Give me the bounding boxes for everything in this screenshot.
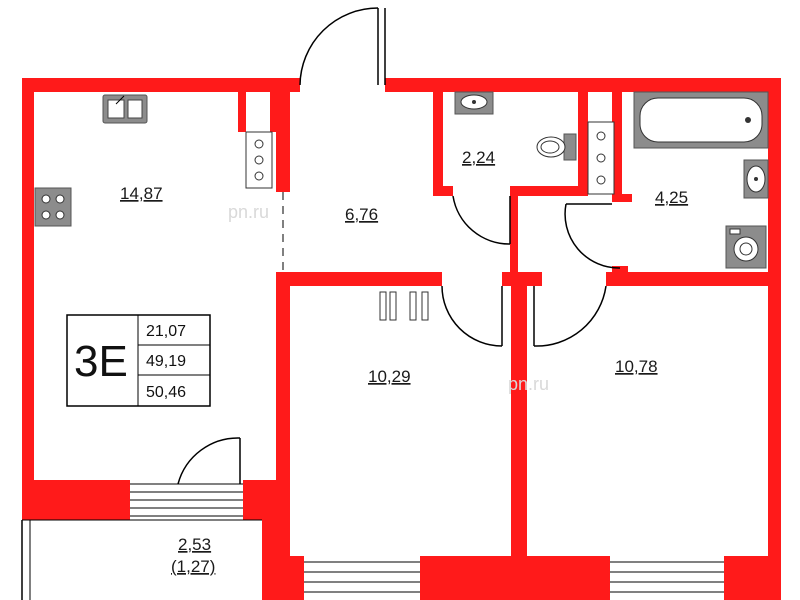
- wall-kitchen-hall-upper: [276, 92, 290, 192]
- wall-kitchen-pillar-2: [270, 92, 278, 132]
- balcony-door: [177, 437, 241, 485]
- wall-right: [768, 78, 781, 600]
- watermark-text: pn.ru: [228, 202, 269, 222]
- wall-balcony-pillar: [262, 520, 290, 600]
- wall-kitchen-bottom-left: [22, 480, 130, 520]
- wall-bath-bottom: [612, 194, 632, 202]
- wall-bottom-3: [724, 556, 781, 600]
- toilet-sink-icon: [454, 91, 494, 115]
- wall-bath-left: [612, 92, 622, 202]
- bathtub-icon: [633, 91, 769, 149]
- kitchen-sink-icon: [102, 94, 148, 124]
- window-bedroom-right: [610, 561, 724, 593]
- wall-top-right: [385, 78, 781, 92]
- entrance-door: [299, 7, 386, 86]
- windows: [130, 483, 724, 593]
- room-labels: 14,87 6,76 2,24 4,25 10,29 10,78 2,53 (1…: [120, 148, 688, 576]
- wall-toilet-bottom: [433, 186, 453, 196]
- wall-bedroom-divider: [511, 272, 527, 600]
- toilet-bowl-icon: [536, 133, 577, 161]
- balcony: [21, 519, 262, 600]
- wall-bottom-2: [420, 556, 610, 600]
- kitchen-area-label: 14,87: [120, 184, 163, 203]
- stove-icon: [34, 187, 72, 227]
- wall-bottom-1: [290, 556, 304, 600]
- total-with-balcony-value: 50,46: [146, 384, 186, 401]
- wall-toilet-left: [433, 92, 443, 196]
- wall-top-left: [22, 78, 300, 92]
- wall-toilet-bottom-right: [512, 186, 588, 196]
- wall-toilet-bath-divider: [510, 186, 518, 281]
- bedroom-left-door: [441, 285, 503, 347]
- vent-riser-toilet-icon: [587, 121, 615, 195]
- electric-panel-icon: [379, 291, 429, 321]
- bathroom-area-label: 4,25: [655, 188, 688, 207]
- balcony-area-label: 2,53: [178, 535, 211, 554]
- balcony-reduced-area-label: (1,27): [171, 557, 215, 576]
- wall-toilet-right: [578, 92, 588, 196]
- vent-riser-icon: [245, 131, 273, 189]
- wall-kitchen-bottom-right: [243, 480, 290, 520]
- doors: [177, 7, 621, 485]
- apartment-type-label: 3Е: [74, 337, 128, 386]
- toilet-door: [452, 195, 511, 245]
- wall-left: [22, 78, 34, 518]
- bath-sink-icon: [743, 159, 769, 199]
- toilet-area-label: 2,24: [462, 148, 495, 167]
- watermark-text: pn.ru: [508, 374, 549, 394]
- apartment-badge: 3Е 21,07 49,19 50,46: [66, 314, 211, 407]
- hall-area-label: 6,76: [345, 205, 378, 224]
- walls: [22, 78, 781, 600]
- fixtures: [34, 91, 769, 321]
- washing-machine-icon: [725, 225, 767, 269]
- wall-kitchen-pillar: [238, 92, 246, 132]
- total-area-value: 49,19: [146, 353, 186, 370]
- window-balcony: [130, 483, 243, 517]
- bathroom-door: [564, 203, 621, 269]
- wall-bedrooms-top-left: [276, 272, 442, 286]
- window-bedroom-left: [304, 561, 420, 593]
- bedroom-right-area-label: 10,78: [615, 357, 658, 376]
- bedroom-right-door: [533, 285, 607, 347]
- watermarks: pn.ru pn.ru: [228, 202, 549, 394]
- living-area-value: 21,07: [146, 323, 186, 340]
- wall-bedrooms-top-right: [606, 272, 781, 286]
- bedroom-left-area-label: 10,29: [368, 367, 411, 386]
